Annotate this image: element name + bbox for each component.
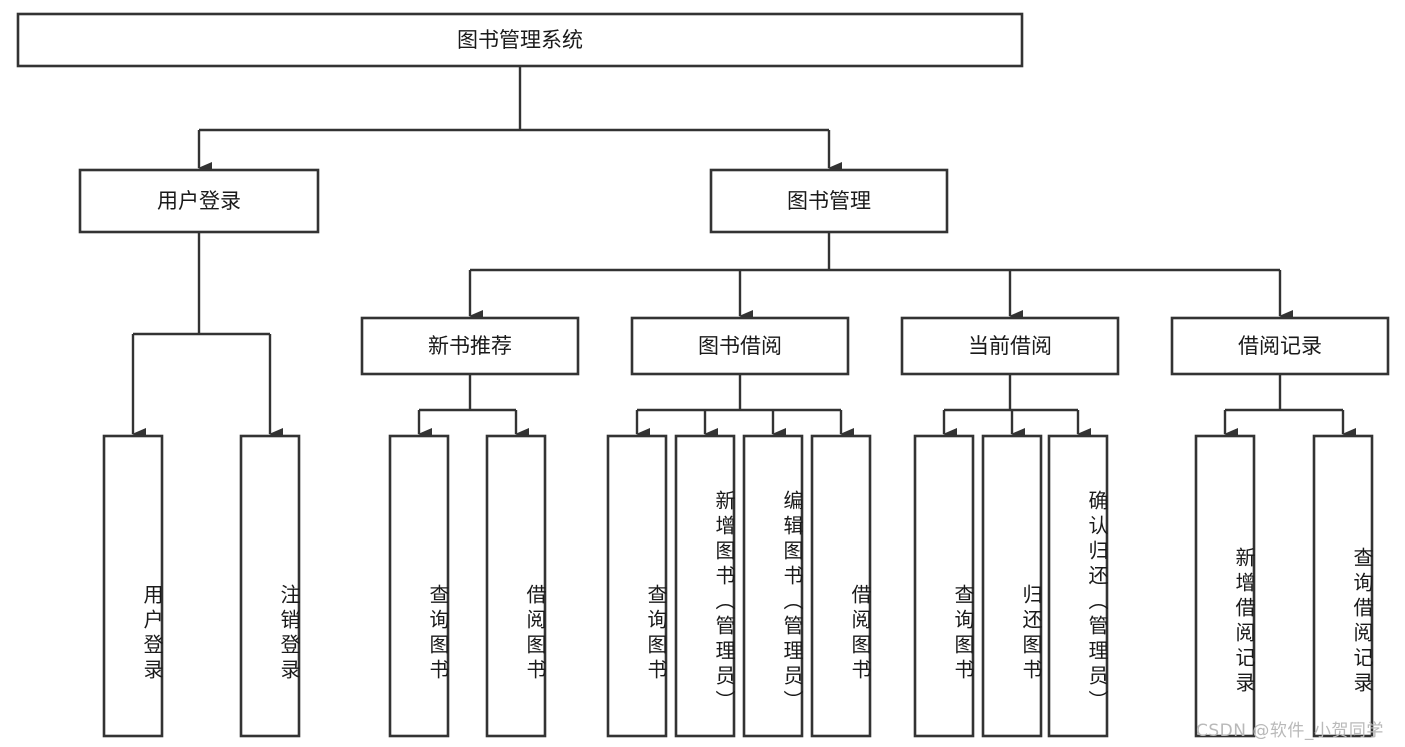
- node-root[interactable]: [16, 12, 1024, 68]
- connector-lines: [131, 66, 1356, 440]
- node-leaf-query-book-2[interactable]: [606, 434, 668, 738]
- node-user-login-label: 用户登录: [157, 189, 241, 213]
- node-current-borrow[interactable]: [900, 316, 1120, 376]
- node-leaf-user-login[interactable]: [102, 434, 164, 738]
- node-book-borrow-label: 图书借阅: [698, 334, 782, 358]
- node-leaf-edit-book-admin[interactable]: [742, 434, 804, 738]
- node-user-login[interactable]: [78, 168, 320, 234]
- node-leaf-confirm-return-admin[interactable]: [1047, 434, 1109, 738]
- node-borrow-record-label: 借阅记录: [1238, 334, 1322, 358]
- watermark-text: CSDN @软件_小贺同学: [1196, 721, 1384, 741]
- node-leaf-query-book-3[interactable]: [913, 434, 975, 738]
- node-leaf-add-borrow-record[interactable]: [1194, 434, 1256, 738]
- node-new-book-recommend-label: 新书推荐: [428, 334, 512, 358]
- node-boxes: [16, 12, 1390, 738]
- node-leaf-add-book-admin[interactable]: [674, 434, 736, 738]
- node-leaf-user-logout[interactable]: [239, 434, 301, 738]
- node-book-manage-label: 图书管理: [787, 189, 871, 213]
- node-root-label: 图书管理系统: [457, 28, 583, 52]
- node-leaf-return-book[interactable]: [981, 434, 1043, 738]
- node-leaf-borrow-book-2[interactable]: [810, 434, 872, 738]
- node-new-book-recommend[interactable]: [360, 316, 580, 376]
- node-book-borrow[interactable]: [630, 316, 850, 376]
- node-leaf-query-book-1[interactable]: [388, 434, 450, 738]
- node-leaf-query-borrow-record[interactable]: [1312, 434, 1374, 738]
- node-current-borrow-label: 当前借阅: [968, 334, 1052, 358]
- node-borrow-record[interactable]: [1170, 316, 1390, 376]
- node-book-manage[interactable]: [709, 168, 949, 234]
- node-leaf-borrow-book-1[interactable]: [485, 434, 547, 738]
